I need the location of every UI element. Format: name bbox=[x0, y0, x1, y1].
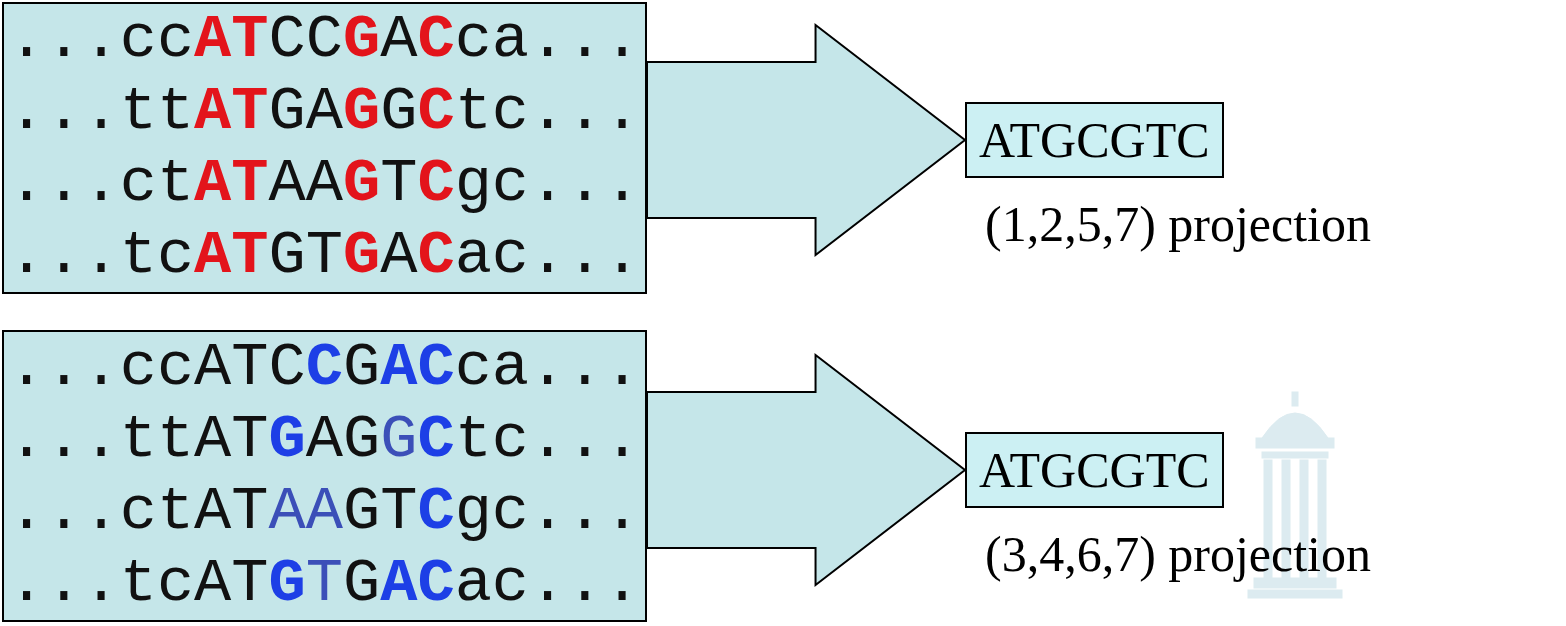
sequence-line: ...ccATCCGACca... bbox=[8, 4, 641, 76]
sequence-line: ...tcATGTGACac... bbox=[8, 548, 641, 620]
projection-label: (3,4,6,7) projection bbox=[985, 524, 1371, 584]
sequence-line: ...ctATAAGTCgc... bbox=[8, 148, 641, 220]
block-arrow bbox=[647, 25, 965, 255]
sequence-line: ...tcATGTGACac... bbox=[8, 220, 641, 292]
consensus-text: ATGCGTC bbox=[979, 440, 1210, 500]
sequence-box: ...ccATCCGACca......ttATGAGGCtc......ctA… bbox=[2, 330, 647, 622]
sequence-line: ...ttATGAGGCtc... bbox=[8, 76, 641, 148]
consensus-text: ATGCGTC bbox=[979, 110, 1210, 170]
projection-label: (1,2,5,7) projection bbox=[985, 194, 1371, 254]
sequence-box: ...ccATCCGACca......ttATGAGGCtc......ctA… bbox=[2, 2, 647, 294]
consensus-box: ATGCGTC bbox=[965, 432, 1224, 508]
sequence-line: ...ccATCCGACca... bbox=[8, 332, 641, 404]
sequence-line: ...ctATAAGTCgc... bbox=[8, 476, 641, 548]
consensus-box: ATGCGTC bbox=[965, 102, 1224, 178]
sequence-line: ...ttATGAGGCtc... bbox=[8, 404, 641, 476]
block-arrow bbox=[647, 355, 965, 585]
